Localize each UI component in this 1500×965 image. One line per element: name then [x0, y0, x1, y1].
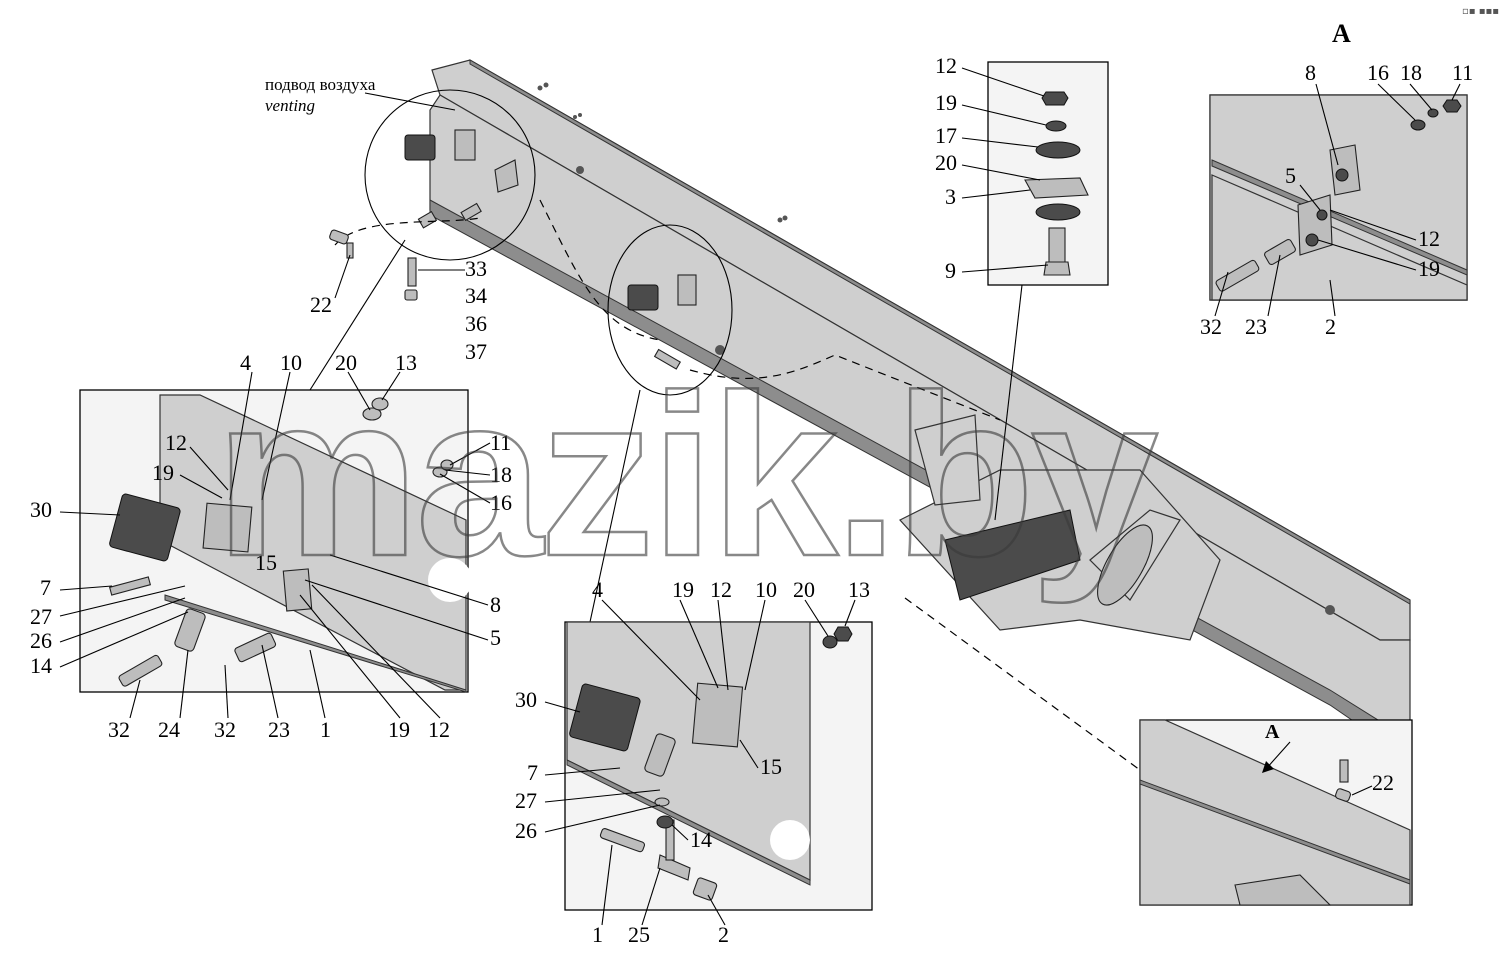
cd-callout-20: 20 — [793, 577, 815, 602]
callout-22: 22 — [310, 292, 332, 317]
bs-callout-17: 17 — [935, 123, 957, 148]
watermark: mazik.by — [215, 347, 1158, 604]
bs-callout-19: 19 — [935, 90, 957, 115]
main-callouts: подвод воздуха venting 22 33 34 36 37 — [265, 75, 487, 364]
cd-callout-19: 19 — [672, 577, 694, 602]
rail-holes — [537, 82, 1335, 615]
view-a-arrow-label: A — [1265, 721, 1280, 743]
bs-callout-20: 20 — [935, 150, 957, 175]
valve-cluster-middle — [627, 274, 697, 370]
ld-callout-7: 7 — [40, 575, 51, 600]
ld-callout-4: 4 — [240, 350, 251, 375]
ld-callout-27: 27 — [30, 604, 52, 629]
ld-callout-23: 23 — [268, 717, 290, 742]
ld-callout-26: 26 — [30, 628, 52, 653]
ld-callout-11: 11 — [490, 430, 511, 455]
bolt-stack-detail: 12 19 17 20 3 9 — [935, 53, 1109, 286]
cd-callout-2: 2 — [718, 922, 729, 947]
ld-callout-18: 18 — [490, 462, 512, 487]
cd-callout-15: 15 — [760, 754, 782, 779]
ld-callout-19b: 19 — [388, 717, 410, 742]
detail-circle-middle — [607, 224, 733, 396]
cross-member — [899, 414, 1221, 641]
ld-callout-10: 10 — [280, 350, 302, 375]
ld-callout-15: 15 — [255, 550, 277, 575]
cd-callout-25: 25 — [628, 922, 650, 947]
detail-circle-top — [364, 89, 536, 261]
ld-callout-16: 16 — [490, 490, 512, 515]
cd-callout-27: 27 — [515, 788, 537, 813]
callout-33: 33 — [465, 256, 487, 281]
va-callout-8: 8 — [1305, 60, 1316, 85]
detail-leaders — [309, 199, 1346, 816]
va-callout-12: 12 — [1418, 226, 1440, 251]
ld-callout-32b: 32 — [214, 717, 236, 742]
bottom-right-view: A 22 — [1139, 719, 1413, 906]
va-callout-32: 32 — [1200, 314, 1222, 339]
cd-callout-10: 10 — [755, 577, 777, 602]
view-a-detail: A 8 16 18 11 5 12 19 32 23 2 — [1200, 19, 1473, 339]
callout-36: 36 — [465, 311, 487, 336]
ld-callout-24: 24 — [158, 717, 180, 742]
ld-callout-1: 1 — [320, 717, 331, 742]
va-callout-19: 19 — [1418, 256, 1440, 281]
hose-fitting-22b — [1335, 759, 1351, 802]
bs-callout-3: 3 — [945, 184, 956, 209]
br-callout-22: 22 — [1372, 770, 1394, 795]
va-callout-18: 18 — [1400, 60, 1422, 85]
cd-callout-13: 13 — [848, 577, 870, 602]
ld-callout-20: 20 — [335, 350, 357, 375]
cd-callout-4: 4 — [592, 577, 603, 602]
ld-callout-13: 13 — [395, 350, 417, 375]
valve-cluster-top — [404, 129, 519, 229]
cd-callout-12: 12 — [710, 577, 732, 602]
hose-fitting-22 — [329, 229, 354, 259]
callout-34: 34 — [465, 283, 487, 308]
ld-callout-30: 30 — [30, 497, 52, 522]
ld-callout-8: 8 — [490, 592, 501, 617]
bolt-33 — [404, 257, 418, 301]
ld-callout-19: 19 — [152, 460, 174, 485]
va-callout-2: 2 — [1325, 314, 1336, 339]
cd-callout-1: 1 — [592, 922, 603, 947]
corner-mark: ▫▪ ▪▪▪ — [1462, 6, 1499, 17]
va-callout-16: 16 — [1367, 60, 1389, 85]
view-a-title: A — [1332, 19, 1351, 48]
air-inlet-label-ru: подвод воздуха — [265, 75, 376, 94]
frame-rail — [429, 59, 1411, 762]
ld-callout-12b: 12 — [428, 717, 450, 742]
va-callout-11: 11 — [1452, 60, 1473, 85]
ld-callout-12: 12 — [165, 430, 187, 455]
cd-callout-14: 14 — [690, 827, 712, 852]
va-callout-23: 23 — [1245, 314, 1267, 339]
cd-callout-7: 7 — [527, 760, 538, 785]
va-callout-5: 5 — [1285, 163, 1296, 188]
ld-callout-32a: 32 — [108, 717, 130, 742]
left-detail: 4 10 20 13 12 19 11 18 16 30 15 7 8 27 2… — [30, 350, 512, 742]
bs-callout-12: 12 — [935, 53, 957, 78]
ld-callout-5: 5 — [490, 625, 501, 650]
air-inlet-label-en: venting — [265, 96, 315, 115]
cd-callout-30: 30 — [515, 687, 537, 712]
ld-callout-14: 14 — [30, 653, 52, 678]
cd-callout-26: 26 — [515, 818, 537, 843]
center-detail: 4 19 12 10 20 13 30 15 7 27 26 14 1 25 2 — [515, 577, 873, 947]
bs-callout-9: 9 — [945, 258, 956, 283]
callout-37: 37 — [465, 339, 487, 364]
